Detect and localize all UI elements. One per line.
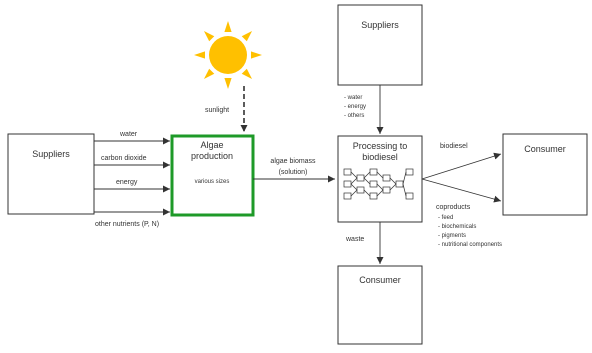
coproduct-item-biochemicals: - biochemicals bbox=[438, 224, 476, 230]
coproducts-label: coproducts bbox=[436, 204, 471, 211]
consumer-bottom-label: Consumer bbox=[359, 275, 401, 285]
supplier-input-others: - others bbox=[344, 113, 364, 119]
suppliers-left-label: Suppliers bbox=[32, 149, 70, 159]
algae-biomass-label-1: algae biomass bbox=[270, 158, 316, 165]
processing-title-1: Processing to bbox=[353, 141, 408, 151]
suppliers-top-label: Suppliers bbox=[361, 20, 399, 30]
process-network-icon bbox=[343, 168, 414, 200]
biodiesel-label: biodiesel bbox=[440, 143, 468, 150]
sun-ray bbox=[203, 30, 215, 42]
waste-label: waste bbox=[345, 236, 364, 243]
other-nutrients-label: other nutrients (P, N) bbox=[95, 221, 159, 228]
biodiesel-arrow bbox=[421, 152, 502, 180]
consumer-right-box bbox=[502, 133, 588, 216]
algae-production-title-1: Algae bbox=[200, 140, 223, 150]
suppliers-left-box bbox=[7, 133, 95, 215]
sun-icon bbox=[194, 21, 262, 89]
consumer-bottom-box bbox=[337, 265, 423, 345]
algae-production-title-2: production bbox=[191, 151, 233, 161]
coproduct-item-nutritional: - nutritional components bbox=[438, 242, 502, 248]
sun-ray bbox=[224, 78, 232, 89]
consumer-right-label: Consumer bbox=[524, 144, 566, 154]
sun-ray bbox=[194, 51, 205, 59]
algae-production-subtitle: various sizes bbox=[195, 179, 230, 185]
supplier-input-energy: - energy bbox=[344, 104, 366, 110]
water-label: water bbox=[119, 131, 138, 138]
sun-ray bbox=[251, 51, 262, 59]
suppliers-top-box bbox=[337, 4, 423, 86]
coproducts-arrow bbox=[421, 178, 502, 203]
energy-label: energy bbox=[116, 179, 138, 186]
supplier-input-water: - water bbox=[344, 95, 362, 101]
sun-ray bbox=[241, 30, 253, 42]
carbon-dioxide-label: carbon dioxide bbox=[101, 155, 147, 162]
coproduct-item-feed: - feed bbox=[438, 215, 453, 221]
sun-ray bbox=[203, 68, 215, 80]
coproduct-item-pigments: - pigments bbox=[438, 233, 466, 239]
sun-ray bbox=[241, 68, 253, 80]
algae-biomass-label-2: (solution) bbox=[279, 169, 308, 176]
sun-ray bbox=[224, 21, 232, 32]
sunlight-label: sunlight bbox=[205, 107, 229, 114]
processing-title-2: biodiesel bbox=[362, 152, 398, 162]
algae-production-box bbox=[170, 134, 255, 217]
